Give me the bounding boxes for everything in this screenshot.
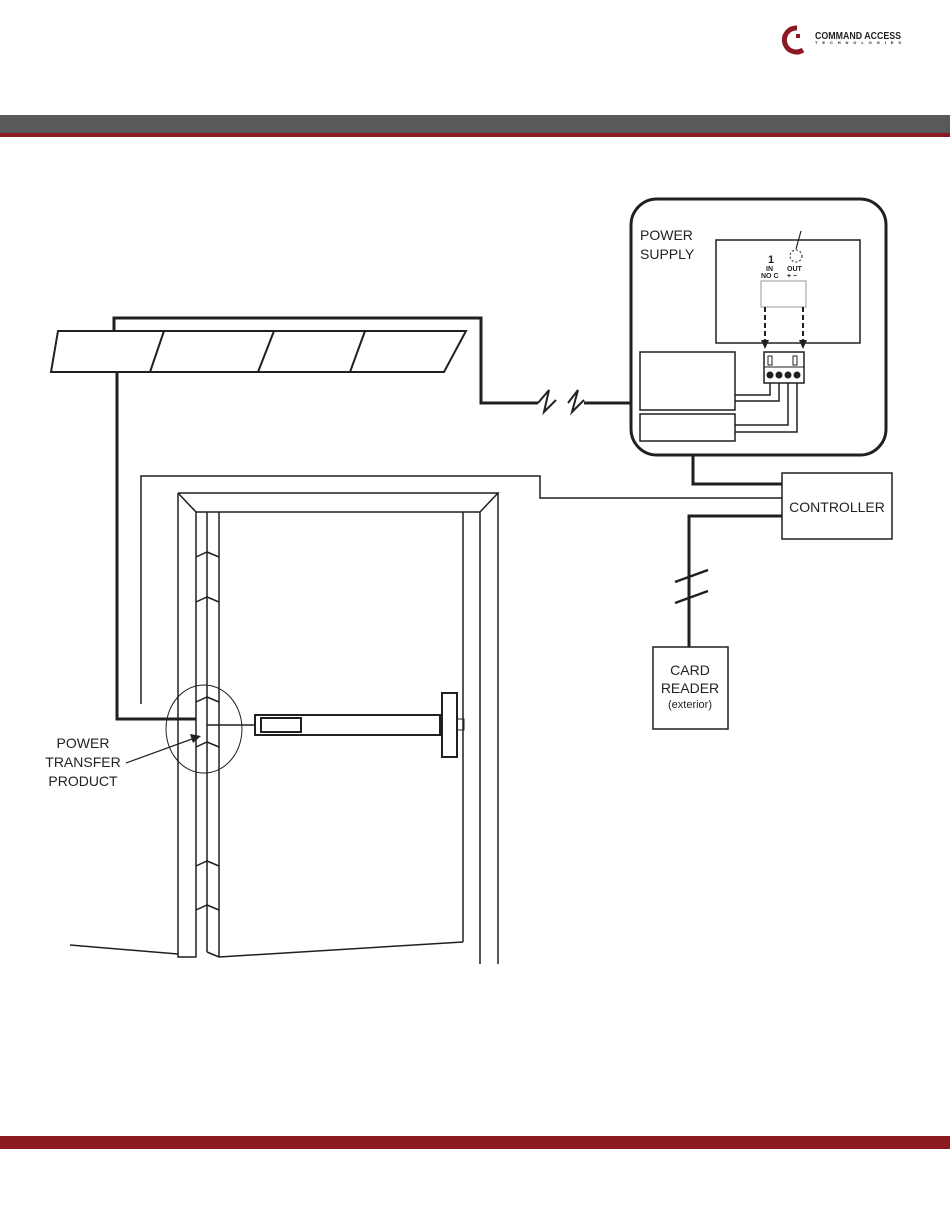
door-frame-hinge-jamb — [178, 493, 196, 957]
jumper-left-arrow-icon — [761, 340, 769, 349]
footer-bar — [0, 1136, 950, 1149]
header-bar — [0, 115, 950, 133]
wire-break-reader-icon-2 — [675, 591, 708, 603]
terminal-in-label: IN — [766, 266, 773, 273]
wire-controller-to-reader — [689, 516, 782, 578]
wire-canopy-to-door — [117, 372, 196, 719]
power-supply-module-lower — [640, 414, 735, 441]
led-indicator-icon — [790, 250, 802, 262]
terminal-screw-icon — [794, 372, 801, 379]
exit-device-chassis — [442, 693, 457, 757]
terminal-out-label: OUT — [787, 266, 803, 273]
card-reader: CARD READER (exterior) — [653, 647, 728, 729]
controller-label: CONTROLLER — [789, 499, 885, 515]
wire-break-reader-icon — [675, 570, 708, 582]
power-transfer-label-line1: POWER — [57, 735, 110, 751]
logo-mark-dot — [796, 34, 800, 38]
power-transfer-label-line2: TRANSFER — [45, 754, 120, 770]
header-accent-line — [0, 133, 950, 137]
jumper-right-arrow-icon — [799, 340, 807, 349]
power-supply-board — [716, 240, 860, 343]
brand-name-line1: COMMAND ACCESS — [815, 31, 901, 42]
terminal-out-pins: + − — [787, 273, 797, 280]
door-canopy — [51, 331, 466, 372]
terminal-screw-icon — [767, 372, 774, 379]
door-assembly — [70, 493, 498, 964]
brand-logo: COMMAND ACCESS TECHNOLOGIES — [784, 28, 901, 52]
exit-device-motor — [261, 718, 301, 732]
power-supply-module-upper — [640, 352, 735, 410]
door-leaf-bottom — [219, 942, 463, 957]
logo-mark-icon — [784, 28, 803, 52]
terminal-in-pins: NO C — [761, 273, 779, 280]
floor-line — [70, 945, 178, 954]
power-transfer-label-line3: PRODUCT — [48, 773, 118, 789]
door-frame-head — [178, 493, 498, 512]
power-supply: POWER SUPPLY 1 IN NO C OUT + − — [631, 199, 886, 455]
terminal-screw-icon — [785, 372, 792, 379]
controller: CONTROLLER — [782, 473, 892, 539]
card-reader-label-line1: CARD — [670, 662, 710, 678]
power-supply-label-line2: SUPPLY — [640, 246, 695, 262]
terminal-number: 1 — [768, 254, 774, 266]
terminal-block-plate — [761, 281, 806, 307]
wire-power-supply-to-controller — [693, 455, 782, 484]
card-reader-label-line2: READER — [661, 680, 719, 696]
card-reader-label-line3: (exterior) — [668, 699, 712, 711]
callout-leader — [126, 739, 192, 763]
terminal-screw-icon — [776, 372, 783, 379]
power-supply-label-line1: POWER — [640, 227, 693, 243]
wire-break-right-icon — [568, 390, 584, 412]
wire-break-left-icon — [538, 390, 556, 412]
